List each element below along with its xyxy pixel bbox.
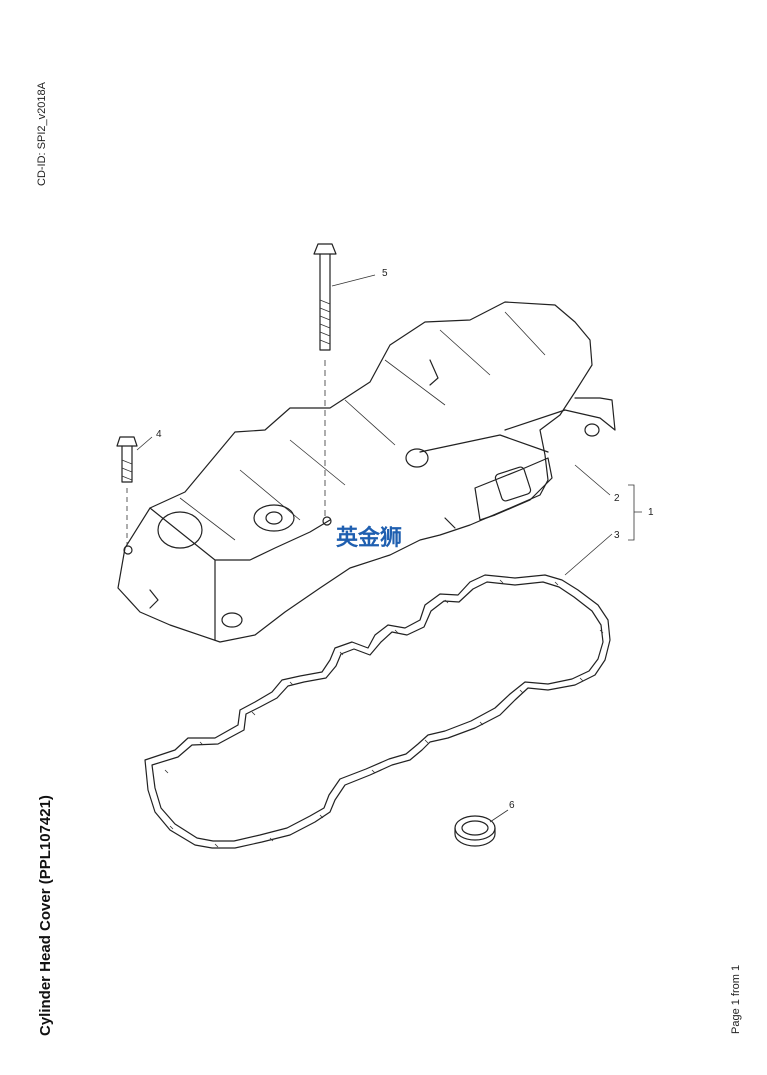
watermark: 英金狮 [336, 525, 402, 551]
callout-1: 1 [648, 507, 654, 518]
leader-lines [136, 274, 642, 823]
bolt-long [313, 243, 337, 520]
callout-4: 4 [156, 429, 162, 440]
bolt-short [116, 436, 138, 545]
callout-6: 6 [509, 800, 515, 811]
cover-gasket [144, 574, 611, 849]
callout-5: 5 [382, 268, 388, 279]
cylinder-head-cover [117, 301, 616, 643]
callout-2: 2 [614, 493, 620, 504]
callout-3: 3 [614, 530, 620, 541]
oil-seal [454, 815, 496, 847]
